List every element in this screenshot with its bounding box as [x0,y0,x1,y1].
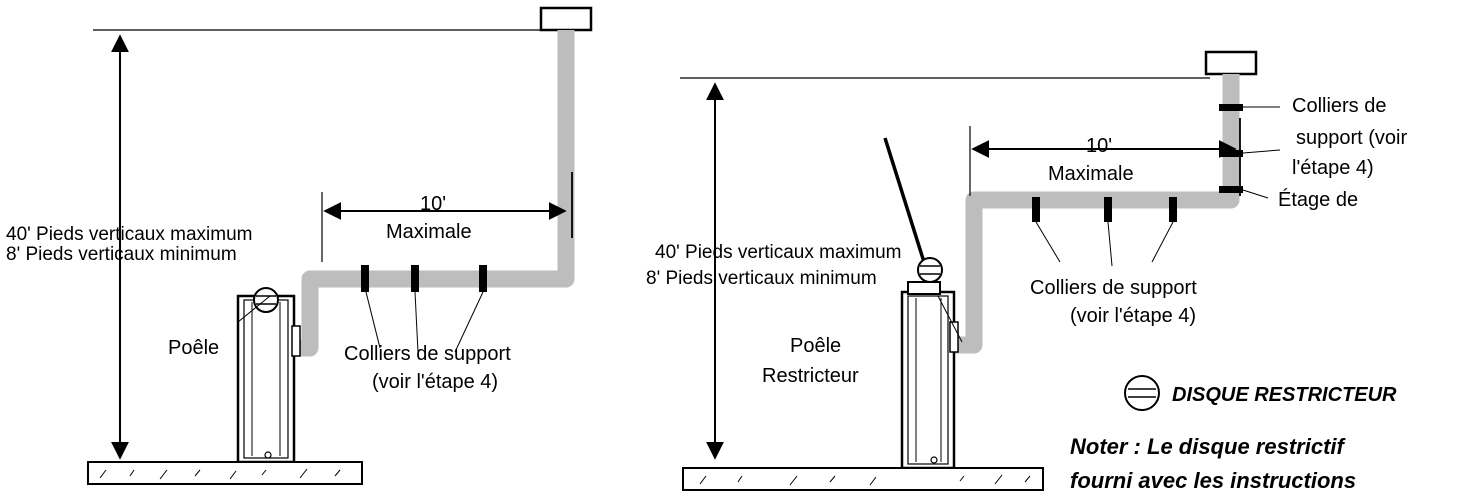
restrictor-note-line2: fourni avec les instructions [1070,468,1356,491]
left-floor-hatch [99,468,341,480]
right-floor [682,467,1044,491]
right-support-note: (voir l'étape 4) [1070,305,1196,327]
right-stove [900,257,959,470]
right-stove-restrictor-label: Restricteur [762,365,859,387]
right-top-support-label-2: support (voir [1296,127,1407,149]
right-diagram: 10' Maximale 40' Pieds verticaux maximum… [646,50,1407,491]
left-vent-pipe [296,30,575,357]
left-vent-cap [539,6,593,32]
right-collar-leader [1151,221,1174,263]
restrictor-legend-label: DISQUE RESTRICTEUR [1172,384,1397,406]
left-support-collar [411,265,419,292]
left-horizontal-length: 10' [420,193,446,215]
left-stove-leader [237,295,271,323]
left-support-note: (voir l'étape 4) [372,371,498,393]
right-top-collar-leader [1242,149,1281,154]
restrictor-disc-icon [1124,375,1160,411]
left-support-collar [479,265,487,292]
left-height-label: 40' Pieds verticaux maximum [6,224,253,245]
left-stove-label: Poêle [168,337,219,359]
right-floor-hatch [699,474,1031,486]
left-horizontal-note: Maximale [386,221,472,243]
right-firestop-leader [1242,189,1269,199]
right-probe-rod [883,137,926,263]
right-horizontal-note: Maximale [1048,163,1134,185]
right-collar-leader [1035,221,1061,263]
right-height-label: 40' Pieds verticaux maximum [655,242,902,263]
right-horizontal-length: 10' [1086,135,1112,157]
right-support-collar [1104,197,1112,222]
right-vent-pipe [955,74,1240,354]
left-collar-leader [454,291,484,353]
right-support-collar [1219,186,1243,193]
right-firestop-label: Étage de [1278,188,1358,211]
right-top-support-label-1: Colliers de [1292,95,1386,117]
right-top-support-label-3: l'étape 4) [1292,157,1374,179]
right-stove-label: Poêle [790,335,841,357]
left-collar-leader [414,291,419,353]
right-support-collar [1219,104,1243,111]
legend: DISQUE RESTRICTEUR Noter : Le disque res… [1070,375,1397,493]
left-diagram: 10' Maximale 40' Pieds verticaux maximum… [6,6,593,485]
restrictor-note-line1: Noter : Le disque restrictif [1070,434,1347,459]
right-stove-leader [937,295,963,343]
right-vent-cap [1204,50,1258,76]
right-height-label-min: 8' Pieds verticaux minimum [646,268,877,289]
left-stove [236,287,301,464]
left-floor [87,461,363,485]
left-collar-leader [365,291,381,349]
right-collar-leader [1107,221,1113,267]
right-support-collar [1169,197,1177,222]
right-support-label: Colliers de support [1030,277,1197,299]
left-height-label-min: 8' Pieds verticaux minimum [6,244,237,265]
left-support-label: Colliers de support [344,343,511,365]
right-support-collar [1032,197,1040,222]
left-support-collar [361,265,369,292]
